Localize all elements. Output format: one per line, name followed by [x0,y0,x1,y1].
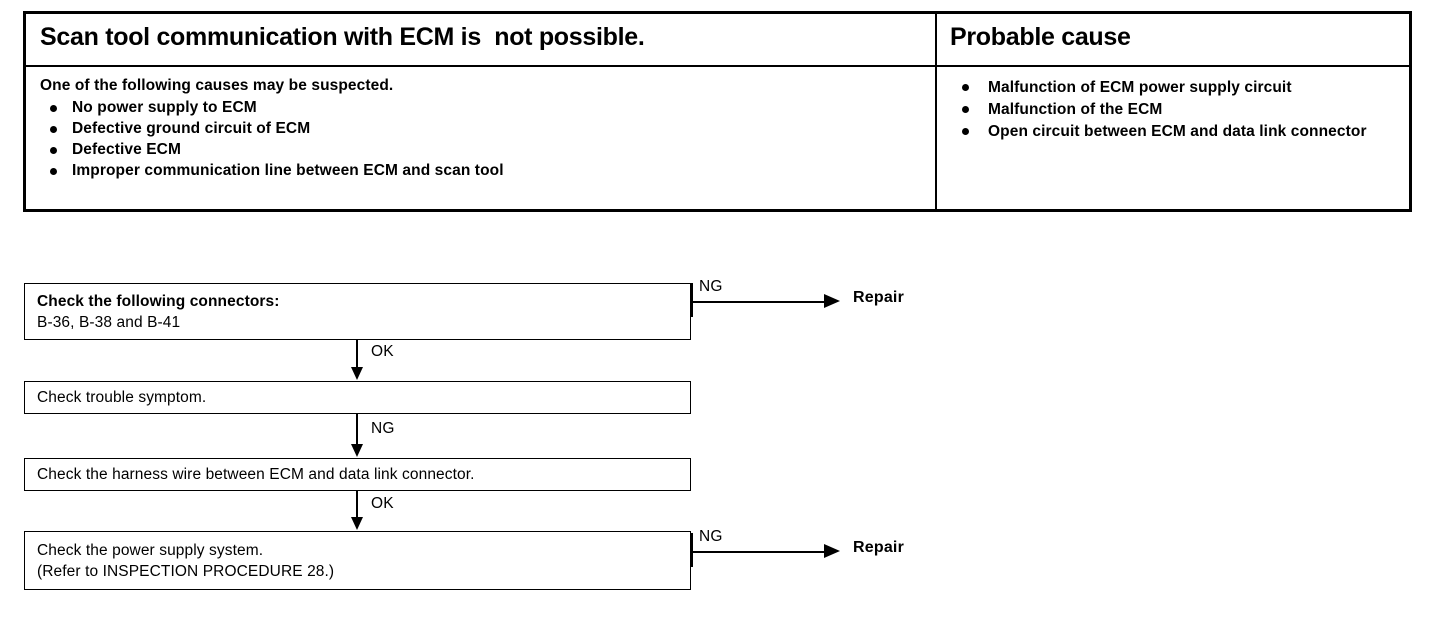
flow-step-line-1: Check trouble symptom. [37,389,207,406]
flow-step-check-harness-wire: Check the harness wire between ECM and d… [24,458,691,491]
probable-causes-content: Malfunction of ECM power supply circuit … [937,67,1409,142]
probable-cause-title: Probable cause [950,23,1131,51]
flow-step-line-2: (Refer to INSPECTION PROCEDURE 28.) [37,563,335,580]
arrow-head-down-icon [351,517,363,530]
flow-branch-target-repair: Repair [853,289,904,306]
list-item-text: Open circuit between ECM and data link c… [988,123,1367,140]
table-cell-probable-causes: Malfunction of ECM power supply circuit … [937,67,1409,209]
flow-branch-target-repair: Repair [853,539,904,556]
branch-rail-line [691,551,828,553]
table-header-cell-probable-cause: Probable cause [937,14,1409,65]
flow-connector-ok-2 [351,491,364,531]
flow-branch-label-ng: NG [699,278,723,295]
arrow-head-right-icon [824,544,840,558]
symptom-table: Scan tool communication with ECM is not … [23,11,1412,212]
flow-step-line-1: Check the harness wire between ECM and d… [37,466,475,483]
table-body-row: One of the following causes may be suspe… [26,67,1409,209]
table-cell-causes: One of the following causes may be suspe… [26,67,937,209]
flow-step-line-1: Check the power supply system. [37,542,264,559]
flow-step-line-2: B-36, B-38 and B-41 [37,314,181,331]
flow-step-check-trouble-symptom: Check trouble symptom. [24,381,691,414]
list-item: No power supply to ECM [40,98,935,118]
arrow-stem [356,414,358,445]
list-item: Open circuit between ECM and data link c… [950,121,1409,142]
arrow-stem [356,340,358,368]
flow-step-check-power-supply: Check the power supply system. (Refer to… [24,531,691,590]
branch-drop-line [691,283,693,317]
table-header-row: Scan tool communication with ECM is not … [26,14,1409,67]
list-item: Improper communication line between ECM … [40,161,935,181]
flow-connector-label-ok-2: OK [371,495,394,512]
symptom-title: Scan tool communication with ECM is not … [40,23,645,51]
flow-connector-label-ok-1: OK [371,343,394,360]
list-item: Malfunction of the ECM [950,99,1409,120]
table-header-cell-symptom: Scan tool communication with ECM is not … [26,14,937,65]
list-item: Malfunction of ECM power supply circuit [950,77,1409,98]
probable-causes-list: Malfunction of ECM power supply circuit … [950,77,1409,142]
flow-branch-label-ng: NG [699,528,723,545]
flow-connector-ok-1 [351,340,364,381]
arrow-head-right-icon [824,294,840,308]
causes-list: No power supply to ECM Defective ground … [40,98,935,181]
list-item: Defective ground circuit of ECM [40,119,935,139]
arrow-head-down-icon [351,444,363,457]
list-item: Defective ECM [40,140,935,160]
branch-drop-line [691,533,693,567]
arrow-stem [356,491,358,518]
flow-step-line-1: Check the following connectors: [37,293,280,310]
arrow-head-down-icon [351,367,363,380]
flow-connector-label-ng-1: NG [371,420,395,437]
causes-content: One of the following causes may be suspe… [26,67,935,181]
branch-rail-line [691,301,828,303]
causes-intro: One of the following causes may be suspe… [40,77,394,94]
flow-connector-ng-1 [351,414,364,458]
flow-step-check-connectors: Check the following connectors: B-36, B-… [24,283,691,340]
